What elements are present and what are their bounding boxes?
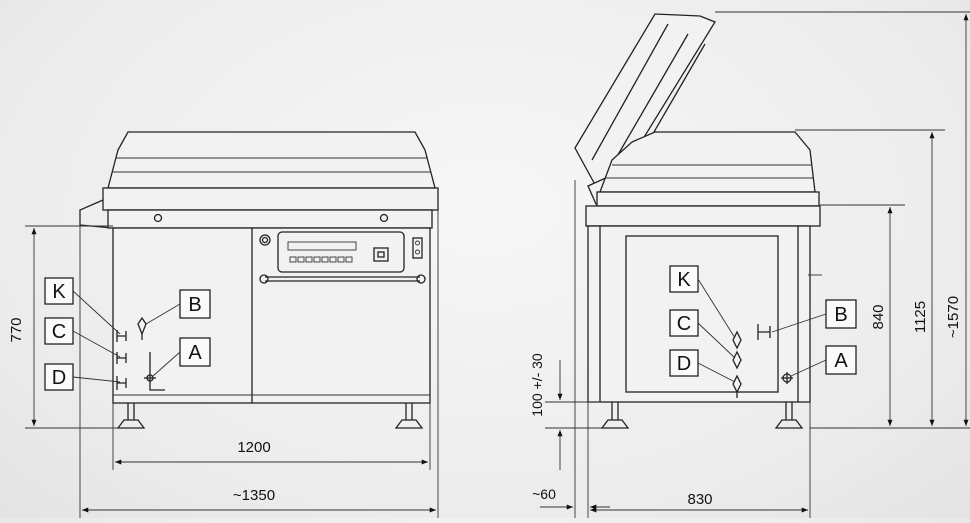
side-view: K C D B A 100 +/- 30 ~60 830 xyxy=(529,11,970,518)
front-feet xyxy=(116,403,424,429)
side-lid-rim xyxy=(596,191,820,207)
front-collar xyxy=(107,209,433,229)
front-dim-770: 770 xyxy=(8,317,25,342)
side-body xyxy=(587,225,811,403)
side-feet xyxy=(600,402,804,429)
front-lid-rim xyxy=(102,187,439,211)
side-collar xyxy=(585,205,821,227)
front-dim-1350: ~1350 xyxy=(233,487,275,504)
front-view: K C D B A 770 1200 ~1350 xyxy=(8,131,439,518)
side-dim-60: ~60 xyxy=(532,486,556,502)
front-label-c: C xyxy=(52,321,66,343)
side-dim-840: 840 xyxy=(870,304,887,329)
side-dim-1570: ~1570 xyxy=(945,296,962,338)
front-dim-1200: 1200 xyxy=(237,439,270,456)
side-label-d: D xyxy=(677,353,691,375)
front-lid xyxy=(107,131,436,189)
control-panel xyxy=(259,231,426,284)
side-label-a: A xyxy=(834,350,848,372)
front-label-b: B xyxy=(188,294,201,316)
side-label-b: B xyxy=(834,304,847,326)
front-label-a: A xyxy=(188,342,202,364)
side-dim-100: 100 +/- 30 xyxy=(529,353,545,417)
side-fittings xyxy=(732,324,793,398)
front-label-d: D xyxy=(52,367,66,389)
side-label-k: K xyxy=(677,269,691,291)
side-label-c: C xyxy=(677,313,691,335)
side-dim-1125: 1125 xyxy=(912,301,929,333)
side-dim-830: 830 xyxy=(687,491,712,508)
side-lid xyxy=(599,131,816,193)
front-body xyxy=(112,227,431,404)
front-label-k: K xyxy=(52,281,66,303)
